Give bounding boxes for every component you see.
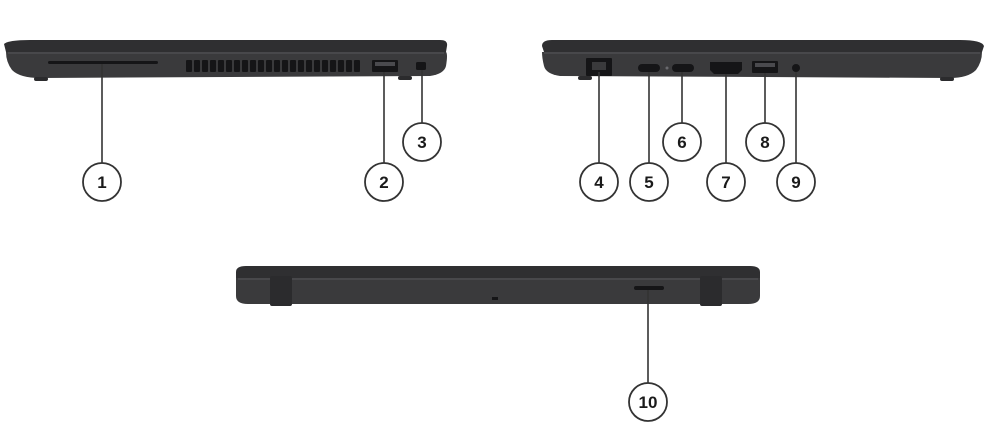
callout-circle	[82, 162, 122, 202]
vent-slat	[226, 60, 232, 72]
callout-4: 4	[579, 72, 619, 202]
nano-sim-slot-icon	[634, 286, 664, 290]
vent-slat	[338, 60, 344, 72]
rear-view-hinge	[700, 276, 722, 306]
callout-number: 1	[97, 173, 106, 192]
vent-slat	[322, 60, 328, 72]
vent-slat	[234, 60, 240, 72]
rear-view-hinge	[270, 276, 292, 306]
usb-a-port-icon	[372, 60, 398, 72]
callout-circle	[579, 162, 619, 202]
vent-slat	[218, 60, 224, 72]
left-view-lid	[4, 40, 448, 52]
vent-slat	[330, 60, 336, 72]
callout-number: 5	[644, 173, 653, 192]
speaker-grille-slit	[48, 61, 158, 64]
vent-slat	[354, 60, 360, 72]
callout-circle	[364, 162, 404, 202]
callout-3: 3	[402, 70, 442, 162]
callout-circle	[706, 162, 746, 202]
vent-slat	[210, 60, 216, 72]
vent-slat	[314, 60, 320, 72]
usb-a-port-icon	[752, 61, 778, 73]
callout-2: 2	[364, 72, 404, 202]
indicator-dot	[665, 66, 669, 70]
right-view-foot	[578, 76, 592, 80]
vent-slat	[242, 60, 248, 72]
laptop-rear-view	[236, 266, 760, 306]
callout-9: 9	[776, 72, 816, 202]
rear-view-center-mark	[492, 297, 498, 300]
callout-7: 7	[706, 74, 746, 202]
laptop-right-side-view	[542, 40, 984, 81]
callout-number: 10	[639, 393, 658, 412]
callout-number: 9	[791, 173, 800, 192]
vent-slat	[202, 60, 208, 72]
callout-number: 8	[760, 133, 769, 152]
laptop-left-side-view	[4, 40, 448, 81]
callout-circle	[745, 122, 785, 162]
vent-grille	[186, 60, 360, 72]
callout-circle	[628, 382, 668, 422]
usb-c-port-icon	[638, 64, 660, 72]
vent-slat	[306, 60, 312, 72]
callout-circle	[402, 122, 442, 162]
callout-circle	[662, 122, 702, 162]
callout-number: 2	[379, 173, 388, 192]
callout-circle	[629, 162, 669, 202]
vent-slat	[346, 60, 352, 72]
callout-number: 4	[594, 173, 604, 192]
rear-view-base	[236, 278, 760, 304]
left-view-foot	[398, 76, 412, 80]
callout-number: 3	[417, 133, 426, 152]
hdmi-port-icon	[710, 62, 742, 74]
ethernet-port-icon	[586, 58, 612, 76]
callout-8: 8	[745, 73, 785, 162]
rear-view-lid	[236, 266, 760, 278]
callout-number: 7	[721, 173, 730, 192]
right-view-foot	[940, 77, 954, 81]
vent-slat	[266, 60, 272, 72]
callout-circle	[776, 162, 816, 202]
security-lock-slot-icon	[416, 62, 426, 70]
vent-slat	[258, 60, 264, 72]
vent-slat	[282, 60, 288, 72]
vent-slat	[194, 60, 200, 72]
callout-5: 5	[629, 72, 669, 202]
vent-slat	[186, 60, 192, 72]
vent-slat	[250, 60, 256, 72]
left-view-foot	[34, 77, 48, 81]
vent-slat	[274, 60, 280, 72]
audio-jack-icon	[792, 64, 800, 72]
right-view-lid	[542, 40, 984, 52]
vent-slat	[290, 60, 296, 72]
callout-1: 1	[82, 64, 122, 202]
callout-number: 6	[677, 133, 686, 152]
callout-6: 6	[662, 72, 702, 162]
vent-slat	[298, 60, 304, 72]
thunderbolt-usb-c-port-icon	[672, 64, 694, 72]
callout-10: 10	[628, 290, 668, 422]
callout-layer: 1 2 3 4 5 6	[82, 64, 816, 422]
